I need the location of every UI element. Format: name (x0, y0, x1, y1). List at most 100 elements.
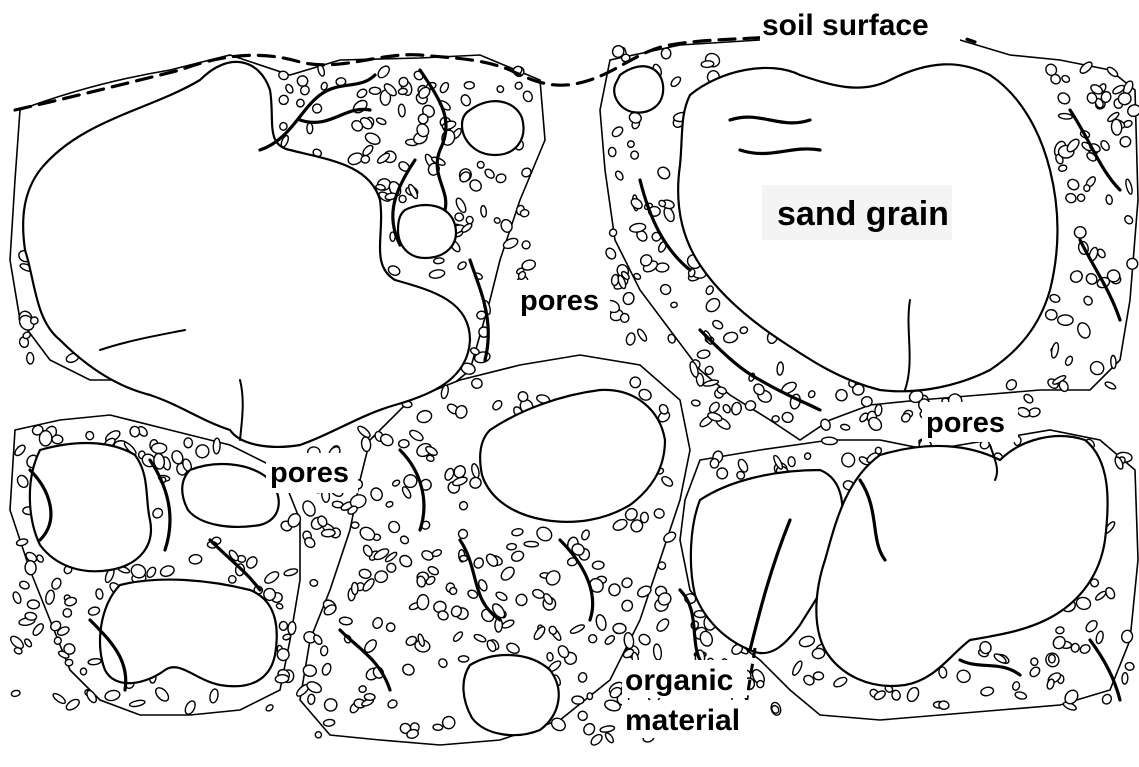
fine-particle (1083, 184, 1090, 191)
fine-particle (1055, 626, 1064, 634)
fine-particle (310, 579, 318, 586)
fine-particle (31, 622, 45, 637)
fine-particle (520, 209, 529, 217)
fine-particle (875, 447, 882, 455)
fine-particle (130, 426, 140, 437)
fine-particle (279, 122, 287, 131)
fine-particle (1016, 406, 1031, 419)
fine-particle (458, 656, 468, 662)
fine-particle (1104, 381, 1117, 391)
fine-particle (320, 646, 328, 657)
fine-particle (772, 415, 780, 422)
fine-particle (874, 404, 882, 416)
fine-particle (279, 621, 288, 631)
fine-particle (631, 151, 639, 159)
fine-particle (1077, 194, 1085, 202)
fine-particle (19, 580, 31, 590)
fine-particle (515, 594, 527, 606)
fine-particle (369, 87, 380, 94)
fine-particle (361, 436, 372, 452)
soil-surface-label: soil surface (762, 9, 929, 42)
fine-particle (521, 239, 532, 250)
fine-particle (1101, 693, 1113, 706)
fine-particle (582, 721, 597, 736)
pores-label-center: pores (520, 285, 599, 317)
fine-particle (358, 685, 366, 693)
fine-particle (840, 424, 850, 431)
fine-particle (576, 709, 589, 722)
fine-particle (301, 499, 318, 518)
fine-particle (52, 692, 67, 705)
fine-particle (63, 609, 71, 617)
fine-particle (640, 512, 648, 523)
fine-particle (1022, 393, 1034, 405)
fine-particle (625, 332, 636, 346)
fine-particle (592, 561, 604, 570)
fine-particle (480, 205, 487, 217)
fine-particle (703, 379, 719, 387)
material-label: material (625, 704, 740, 737)
sand-grain-bottom-left-a (30, 443, 151, 571)
fine-particle (1058, 113, 1072, 120)
fine-particle (1049, 655, 1056, 663)
fine-particle (184, 438, 192, 448)
fine-particle (398, 439, 409, 448)
fine-particle (321, 529, 335, 537)
pores-label-right: pores (926, 407, 1005, 439)
fine-particle (351, 522, 359, 528)
fine-particle (788, 456, 796, 466)
fine-particle (460, 555, 468, 561)
fine-particle (265, 704, 274, 713)
fine-particle (821, 437, 837, 445)
fine-particle (308, 694, 316, 704)
fine-particle (604, 246, 618, 260)
fine-particle (637, 632, 652, 647)
fine-particle (315, 731, 323, 739)
fine-particle (636, 328, 648, 343)
fine-particle (386, 623, 395, 632)
fine-particle (464, 82, 474, 89)
fine-particle (701, 60, 714, 67)
fine-particle (398, 88, 407, 95)
fine-particle (27, 600, 40, 610)
fine-particle (1110, 355, 1116, 368)
fine-particle (613, 623, 626, 633)
fine-particle (25, 560, 37, 575)
fine-particle (655, 617, 671, 634)
fine-particle (433, 258, 444, 264)
fine-particle (450, 588, 457, 595)
fine-particle (351, 582, 358, 594)
fine-particle (653, 644, 662, 661)
sand-grain-label: sand grain (777, 195, 949, 233)
fine-particle (507, 543, 517, 550)
fine-particle (609, 584, 621, 596)
fine-particle (938, 701, 949, 710)
fine-particle (608, 147, 616, 157)
fine-particle (1058, 315, 1074, 326)
fine-particle (39, 430, 52, 446)
fine-particle (777, 362, 784, 375)
fine-particle (1030, 657, 1038, 666)
fine-particle (600, 725, 615, 733)
fine-particle (622, 291, 635, 305)
fine-particle (399, 195, 407, 203)
fine-particle (691, 399, 700, 406)
fine-particle (364, 693, 375, 700)
fine-particle (12, 591, 23, 605)
fine-particle (65, 697, 82, 712)
fine-particle (722, 403, 732, 414)
fine-particle (731, 402, 743, 416)
sand-grain-bottom-center-small (463, 655, 558, 735)
fine-particle (661, 48, 671, 59)
fine-particle (587, 693, 592, 700)
sand-grain-bottom-left-c (100, 580, 277, 687)
fine-particle (813, 672, 823, 680)
fine-particle (307, 123, 313, 134)
fine-particle (670, 302, 677, 308)
fine-particle (189, 554, 202, 564)
fine-particle (152, 443, 167, 453)
fine-particle (620, 313, 629, 322)
fine-particle (30, 316, 39, 325)
fine-particle (323, 719, 335, 727)
